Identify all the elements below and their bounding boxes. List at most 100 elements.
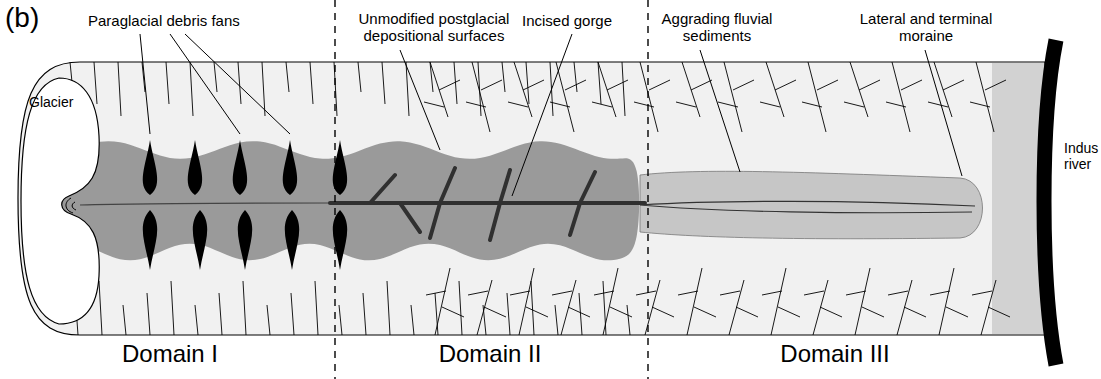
leader-line <box>170 34 240 134</box>
domain-label: Domain I <box>100 340 240 368</box>
leader-line <box>140 34 150 134</box>
gully-line <box>339 305 342 335</box>
leader-line <box>925 50 962 176</box>
aggrading-sediments <box>640 171 983 238</box>
tributary-line <box>594 268 632 335</box>
tributary-line <box>466 62 502 132</box>
tributary-line <box>720 280 758 335</box>
gully-line <box>195 305 198 335</box>
callout-label: Aggrading fluvial sediments <box>654 10 780 45</box>
gully-line <box>387 281 390 335</box>
callout-label: Lateral and terminal moraine <box>846 10 1006 45</box>
tributary-line <box>844 62 880 117</box>
moraine-band <box>992 63 1044 334</box>
glacier-outline <box>19 76 103 326</box>
tributary-line <box>970 62 1006 132</box>
panel-letter: (b) <box>5 2 65 34</box>
leader-line <box>400 50 440 150</box>
gully-line <box>411 305 414 335</box>
gully-line <box>579 293 582 335</box>
tributary-line <box>678 268 716 335</box>
tributary-line <box>972 280 1010 335</box>
tributary-line <box>762 268 800 335</box>
gully-line <box>574 62 577 92</box>
debris-fan <box>283 140 297 195</box>
tributary-line <box>760 62 796 117</box>
gully-line <box>526 62 529 104</box>
valley-outline <box>18 62 1045 335</box>
gully-line <box>555 305 558 335</box>
leader-line <box>512 34 572 196</box>
debris-fan <box>188 140 202 195</box>
leader-line <box>700 50 740 172</box>
tributary-line <box>886 62 922 132</box>
gully-line <box>219 293 222 335</box>
tributary-line <box>592 62 628 117</box>
gully-line <box>459 281 462 335</box>
gully-line <box>502 62 505 92</box>
gully-line <box>363 293 366 335</box>
gully-line <box>214 62 217 92</box>
gully-line <box>531 281 534 335</box>
debris-fan <box>238 210 252 270</box>
tributary-line <box>888 280 926 335</box>
debris-fan <box>143 140 157 195</box>
callout-label: Incised gorge <box>522 12 632 29</box>
tributary-line <box>426 268 464 335</box>
gully-line <box>358 62 361 92</box>
gully-line <box>166 62 169 104</box>
domain-divider <box>334 0 335 379</box>
tributary-line <box>802 62 838 132</box>
tributary-line <box>634 62 670 132</box>
gully-line <box>147 293 150 335</box>
debris-fan <box>143 210 157 270</box>
domain-label: Domain III <box>755 340 915 368</box>
gully-line <box>478 62 481 116</box>
tributary-line <box>804 280 842 335</box>
gully-line <box>483 305 486 335</box>
indus-river <box>1044 40 1056 365</box>
gully-line <box>94 62 97 104</box>
tributary-line <box>424 62 460 117</box>
gully-line <box>118 62 121 116</box>
incised-gorge <box>330 168 645 240</box>
tributary-line <box>928 62 964 117</box>
tributary-line <box>468 280 506 335</box>
glacier-label: Glacier <box>19 76 103 110</box>
tributary-line <box>636 280 674 335</box>
tributary-line <box>552 280 590 335</box>
tributary-line <box>510 268 548 335</box>
gully-line <box>99 281 102 335</box>
tributary-line <box>846 268 884 335</box>
gully-line <box>243 281 246 335</box>
tributary-line <box>930 268 968 335</box>
debris-fan <box>193 210 207 270</box>
debris-fan <box>233 140 247 195</box>
gully-line <box>382 62 385 104</box>
gully-line <box>598 62 601 104</box>
gully-line <box>190 62 193 116</box>
gully-line <box>310 62 313 104</box>
gully-line <box>123 305 126 335</box>
leader-line <box>185 34 290 134</box>
gully-line <box>291 293 294 335</box>
domain-divider <box>647 0 648 379</box>
callout-label: Unmodified postglacial depositional surf… <box>348 10 520 45</box>
gully-line <box>507 293 510 335</box>
gully-line <box>286 62 289 92</box>
stream-line <box>80 203 330 205</box>
tributary-line <box>508 62 544 117</box>
gully-line <box>315 281 318 335</box>
callout-label: Paraglacial debris fans <box>88 12 288 29</box>
gully-line <box>238 62 241 104</box>
debris-fan <box>285 210 299 270</box>
gully-line <box>171 281 174 335</box>
gully-line <box>267 305 270 335</box>
gully-line <box>627 305 630 335</box>
glacier-shape: Glacier <box>19 76 103 326</box>
river-channel <box>640 201 975 212</box>
tributary-line <box>550 62 586 132</box>
domain-label: Domain II <box>415 340 565 368</box>
river-label: Indus river <box>1064 140 1100 172</box>
